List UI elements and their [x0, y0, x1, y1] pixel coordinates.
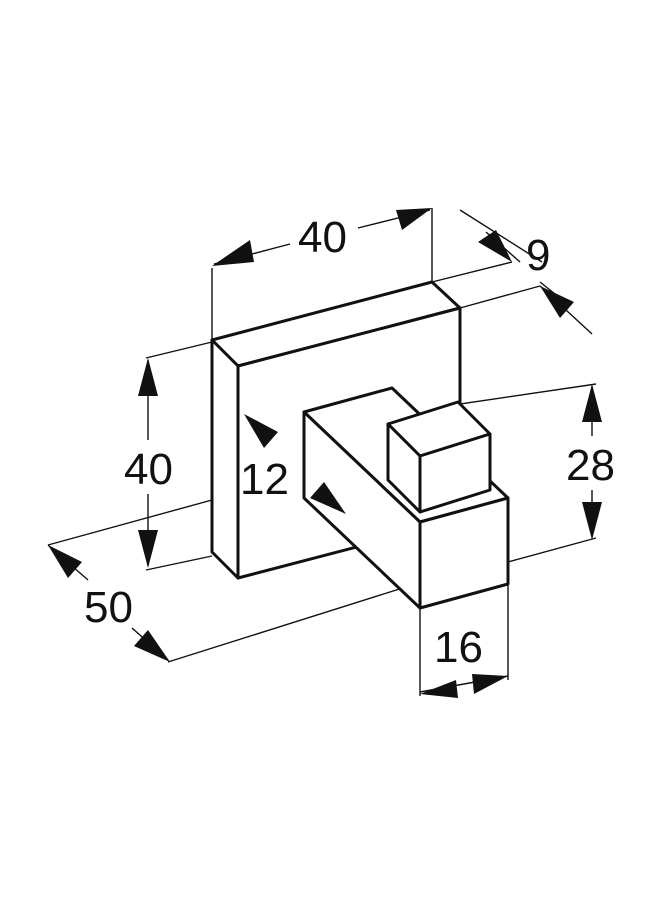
arrowhead: [540, 286, 574, 318]
label-hook-depth: 12: [240, 455, 289, 504]
label-plate-thickness: 9: [526, 231, 550, 280]
arrowhead: [48, 545, 82, 578]
label-overall-depth: 50: [84, 583, 133, 632]
arrowhead: [134, 630, 170, 662]
plate-side-face: [210, 338, 240, 580]
arrowhead: [244, 414, 278, 448]
arrowhead: [310, 482, 346, 514]
tip-front-face: [418, 432, 492, 514]
label-plate-height: 40: [124, 445, 173, 494]
arrowhead: [138, 530, 158, 568]
label-plate-width: 40: [298, 213, 347, 262]
arrowheads: [48, 208, 602, 698]
arrowhead: [472, 674, 508, 694]
arrowhead: [582, 384, 602, 422]
arrowhead: [138, 358, 158, 396]
label-hook-width: 16: [434, 623, 483, 672]
arrowhead: [420, 680, 458, 698]
arrowhead: [582, 502, 602, 540]
label-hook-height: 28: [566, 441, 615, 490]
arrowhead: [396, 208, 432, 230]
hook-tip: [386, 400, 492, 514]
dimension-labels: 40 9 40 12 28 50 16: [84, 213, 615, 672]
arrowhead: [212, 240, 254, 266]
arrowhead: [478, 230, 512, 262]
extension-lines: [47, 208, 597, 696]
arm-front-face: [418, 496, 510, 610]
